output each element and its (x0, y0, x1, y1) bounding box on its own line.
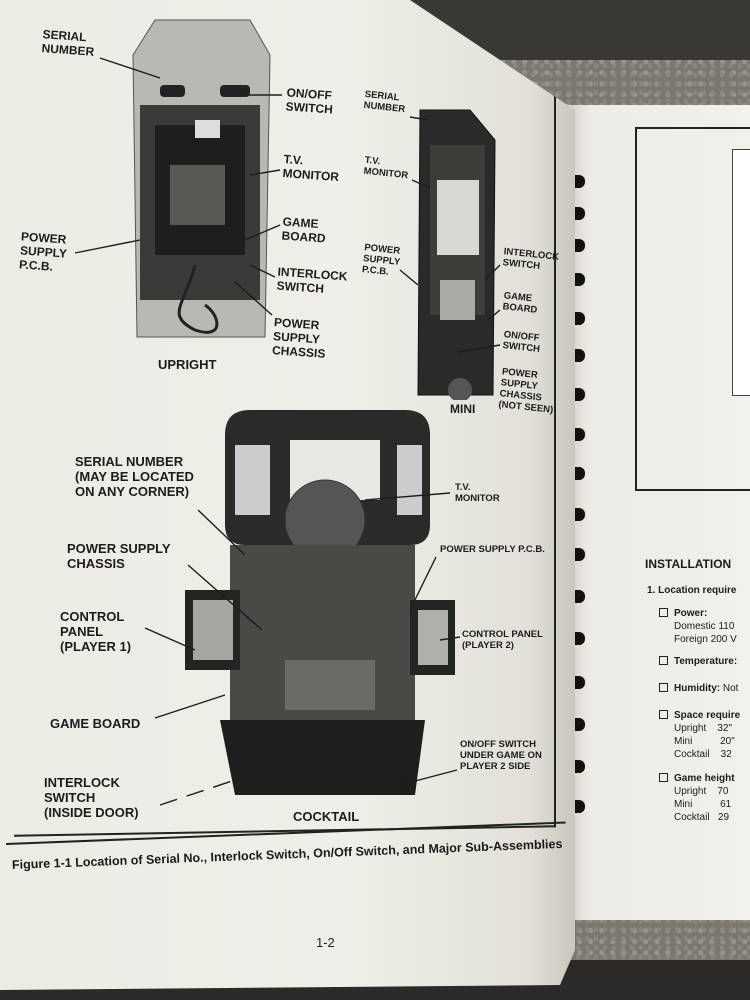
space-cocktail: Cocktail 32 (674, 749, 732, 760)
cocktail-title: COCKTAIL (293, 809, 360, 824)
cocktail-cabinet-photo (185, 410, 455, 795)
mini-onoff-switch-label: ON/OFF SWITCH (502, 329, 541, 355)
space-mini: Mini 20" (674, 736, 735, 747)
page-number: 1-2 (316, 935, 335, 950)
power-domestic: Domestic 110 (674, 621, 735, 632)
leader-lines (74, 57, 501, 806)
cocktail-onoff-switch-label: ON/OFF SWITCH UNDER GAME ON PLAYER 2 SID… (460, 739, 542, 772)
right-page: INSTALLATION 1. Location require Power: … (567, 105, 750, 920)
upright-serial-number-label: SERIAL NUMBER (41, 27, 95, 59)
cocktail-control-panel-player1-label: CONTROL PANEL (PLAYER 1) (60, 609, 132, 654)
cocktail-tv-monitor-label: T.V. MONITOR (455, 482, 500, 504)
mini-power-supply-chassis-label: POWER SUPPLY CHASSIS (NOT SEEN) (497, 366, 554, 416)
humidity-value: Not (722, 683, 739, 694)
upright-power-supply-pcb-label: POWER SUPPLY P.C.B. (18, 229, 68, 274)
upright-cabinet-photo (132, 19, 271, 338)
cocktail-power-supply-chassis-label: POWER SUPPLY CHASSIS (67, 541, 171, 571)
power-row: Power: (659, 608, 707, 620)
cocktail-serial-number-label: SERIAL NUMBER (MAY BE LOCATED ON ANY COR… (75, 454, 194, 499)
power-foreign: Foreign 200 V (674, 634, 737, 645)
mini-power-supply-pcb-label: POWER SUPPLY P.C.B. (361, 242, 401, 278)
cocktail-interlock-switch-label: INTERLOCK SWITCH (INSIDE DOOR) (44, 775, 139, 820)
upright-onoff-switch-label: ON/OFF SWITCH (285, 85, 334, 117)
mini-tv-monitor-label: T.V. MONITOR (363, 154, 409, 182)
mini-serial-number-label: SERIAL NUMBER (363, 88, 406, 116)
mini-game-board-label: GAME BOARD (502, 290, 538, 316)
height-mini: Mini 61 (674, 799, 732, 810)
height-cocktail: Cocktail 29 (674, 812, 730, 823)
location-requirements-item: 1. Location require (647, 585, 737, 596)
installation-heading: INSTALLATION (645, 557, 732, 571)
right-cabinet-sketch (732, 149, 750, 396)
upright-game-board-label: GAME BOARD (281, 214, 327, 246)
upright-tv-monitor-label: T.V. MONITOR (282, 152, 340, 184)
mini-title: MINI (450, 402, 476, 416)
height-upright: Upright 70 (674, 786, 729, 797)
cocktail-power-supply-pcb-label: POWER SUPPLY P.C.B. (440, 544, 545, 555)
cocktail-control-panel-player2-label: CONTROL PANEL (PLAYER 2) (462, 629, 543, 651)
upright-title: UPRIGHT (158, 357, 217, 372)
upright-interlock-switch-label: INTERLOCK SWITCH (276, 264, 348, 296)
temperature-row: Temperature: (659, 656, 737, 668)
space-requirements-row: Space require (659, 710, 740, 722)
upright-power-supply-chassis-label: POWER SUPPLY CHASSIS (271, 315, 326, 361)
left-page: SERIAL NUMBER ON/OFF SWITCH T.V. MONITOR… (0, 0, 575, 990)
humidity-row: Humidity: Not (659, 683, 738, 695)
cocktail-game-board-label: GAME BOARD (50, 716, 141, 731)
space-upright: Upright 32" (674, 723, 733, 734)
right-figure-box (635, 127, 750, 491)
game-height-row: Game height (659, 773, 735, 785)
mini-cabinet-photo (417, 109, 496, 400)
